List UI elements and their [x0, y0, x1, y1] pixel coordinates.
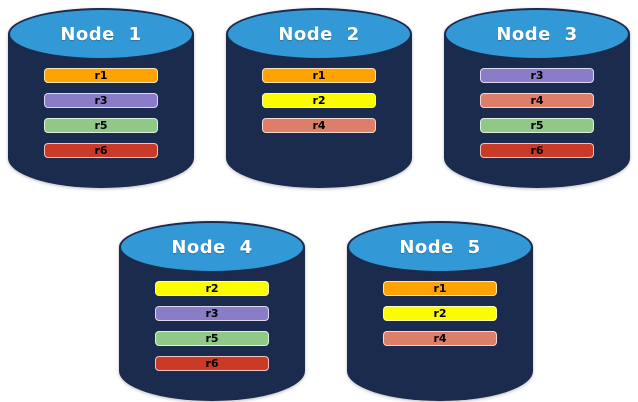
database-node-cylinder: Node 3 r3 r4 r5 r6: [444, 8, 630, 188]
node-title: Node 5: [399, 236, 481, 258]
cylinder-top-ellipse: Node 4: [119, 221, 305, 273]
replica-bar-r3: r3: [44, 93, 158, 108]
replica-list: r1 r3 r5 r6: [8, 68, 194, 158]
replica-bar-r4: r4: [480, 93, 594, 108]
replica-list: r2 r3 r5 r6: [119, 281, 305, 371]
replica-bar-r2: r2: [383, 306, 497, 321]
replica-bar-r1: r1: [44, 68, 158, 83]
replica-list: r3 r4 r5 r6: [444, 68, 630, 158]
replica-bar-r3: r3: [480, 68, 594, 83]
replica-bar-r1: r1: [262, 68, 376, 83]
replica-bar-r5: r5: [480, 118, 594, 133]
replica-bar-r1: r1: [383, 281, 497, 296]
replica-bar-r4: r4: [383, 331, 497, 346]
replica-bar-r6: r6: [155, 356, 269, 371]
database-node-cylinder: Node 2 r1 r2 r4: [226, 8, 412, 188]
replica-bar-r4: r4: [262, 118, 376, 133]
node-row-bottom: Node 4 r2 r3 r5 r6 Node 5 r1 r2 r4: [119, 221, 533, 401]
node-title: Node 3: [496, 23, 578, 45]
replica-bar-r5: r5: [155, 331, 269, 346]
database-node-cylinder: Node 5 r1 r2 r4: [347, 221, 533, 401]
node-title: Node 2: [278, 23, 360, 45]
cylinder-top-ellipse: Node 2: [226, 8, 412, 60]
cylinder-top-ellipse: Node 3: [444, 8, 630, 60]
replica-bar-r6: r6: [44, 143, 158, 158]
replica-bar-r6: r6: [480, 143, 594, 158]
replica-bar-r5: r5: [44, 118, 158, 133]
replica-list: r1 r2 r4: [347, 281, 533, 346]
node-title: Node 4: [171, 236, 253, 258]
node-title: Node 1: [60, 23, 142, 45]
replica-list: r1 r2 r4: [226, 68, 412, 133]
database-node-cylinder: Node 1 r1 r3 r5 r6: [8, 8, 194, 188]
replica-bar-r3: r3: [155, 306, 269, 321]
cylinder-top-ellipse: Node 1: [8, 8, 194, 60]
replica-bar-r2: r2: [155, 281, 269, 296]
replica-bar-r2: r2: [262, 93, 376, 108]
database-node-cylinder: Node 4 r2 r3 r5 r6: [119, 221, 305, 401]
cylinder-top-ellipse: Node 5: [347, 221, 533, 273]
